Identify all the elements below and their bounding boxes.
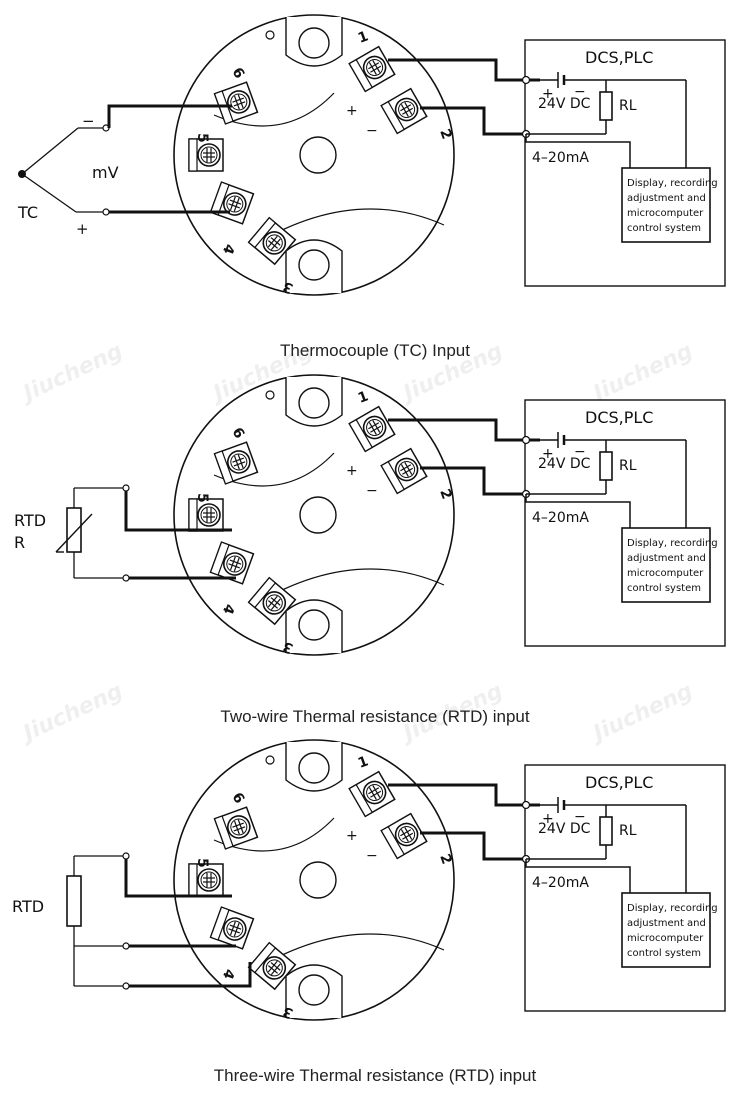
battery-plus: +: [542, 446, 554, 462]
supply-voltage-label: 24V DC: [538, 96, 591, 112]
sensor-label: RTD: [14, 511, 46, 530]
screw-terminal: [209, 541, 255, 585]
diagram-caption: Thermocouple (TC) Input: [280, 341, 470, 360]
minus-sign: −: [82, 112, 95, 130]
sensor-label: RTD: [12, 897, 44, 916]
supply-voltage-label: 24V DC: [538, 821, 591, 837]
wire-to-terminal-6: [107, 104, 232, 128]
screw-terminal: [348, 770, 396, 818]
display-system-line: adjustment and: [627, 193, 706, 204]
battery-minus: −: [574, 809, 586, 825]
terminal-number-5: 5: [194, 493, 210, 503]
screw-terminal: [380, 812, 428, 860]
polarity-minus: −: [366, 483, 378, 499]
polarity-minus: −: [366, 848, 378, 864]
battery-plus: +: [542, 86, 554, 102]
wire-to-terminal-5: [124, 859, 232, 898]
current-range-label: 4–20mA: [532, 510, 589, 526]
current-range-label: 4–20mA: [532, 875, 589, 891]
display-system-line: Display, recording: [627, 178, 718, 189]
rtd-resistor: [66, 852, 130, 990]
screw-terminal: [188, 863, 224, 897]
dcs-plc-block: DCS,PLC + −24V DC RL 4–20mA Display, recordin…: [388, 39, 726, 287]
display-system-line: microcomputer: [627, 208, 704, 219]
wire-terminal-1: [388, 783, 540, 807]
screw-terminal: [213, 806, 259, 850]
current-range-label: 4–20mA: [532, 150, 589, 166]
diagram-caption: Three-wire Thermal resistance (RTD) inpu…: [213, 1066, 537, 1085]
display-system-line: control system: [627, 583, 701, 594]
rl-label: RL: [619, 98, 637, 114]
dcs-plc-title: DCS,PLC: [585, 773, 653, 792]
display-system-line: Display, recording: [627, 903, 718, 914]
load-resistor: [599, 816, 613, 846]
display-system-line: Display, recording: [627, 538, 718, 549]
wire-terminal-1: [388, 58, 540, 82]
battery-minus: −: [574, 444, 586, 460]
terminal-number-5: 5: [194, 133, 210, 143]
screw-terminal: [247, 576, 297, 626]
polarity-plus: +: [346, 103, 358, 119]
screw-terminal: [247, 216, 297, 266]
polarity-plus: +: [346, 463, 358, 479]
wire-to-terminal-5: [124, 491, 232, 532]
thermocouple-sensor: [18, 124, 110, 216]
dcs-plc-title: DCS,PLC: [585, 48, 653, 67]
polarity-plus: +: [346, 828, 358, 844]
battery-plus: +: [542, 811, 554, 827]
wire-terminal-2: [420, 106, 524, 136]
display-system-box: [621, 892, 711, 968]
wire-terminal-2: [420, 831, 524, 861]
display-system-line: adjustment and: [627, 553, 706, 564]
supply-voltage-label: 24V DC: [538, 456, 591, 472]
dcs-plc-block: DCS,PLC + −24V DC RL 4–20mA Display, recordin…: [388, 399, 726, 647]
screw-terminal: [209, 906, 255, 950]
dcs-plc-block: DCS,PLC + −24V DC RL 4–20mA Display, recordin…: [388, 764, 726, 1012]
display-system-box: [621, 527, 711, 603]
sensor-label-r: R: [14, 533, 25, 552]
screw-terminal: [380, 87, 428, 135]
screw-terminal: [380, 447, 428, 495]
wire-to-terminal-4b: [129, 962, 252, 988]
polarity-minus: −: [366, 123, 378, 139]
screw-terminal: [348, 45, 396, 93]
screw-terminal: [247, 941, 297, 991]
terminal-number-5: 5: [194, 858, 210, 868]
screw-terminal: [213, 441, 259, 485]
display-system-line: control system: [627, 948, 701, 959]
display-system-line: microcomputer: [627, 568, 704, 579]
mv-label: mV: [92, 163, 119, 182]
display-system-line: control system: [627, 223, 701, 234]
display-system-line: adjustment and: [627, 918, 706, 929]
screw-terminal: [213, 81, 259, 125]
display-system-box: [621, 167, 711, 243]
wire-terminal-1: [388, 418, 540, 442]
sensor-label: TC: [17, 203, 38, 222]
rtd-resistor: [55, 484, 130, 582]
wire-terminal-2: [420, 466, 524, 496]
plus-sign: +: [76, 220, 89, 238]
battery-minus: −: [574, 84, 586, 100]
rl-label: RL: [619, 458, 637, 474]
display-system-line: microcomputer: [627, 933, 704, 944]
diagram-caption: Two-wire Thermal resistance (RTD) input: [220, 707, 530, 726]
screw-terminal: [188, 138, 224, 172]
screw-terminal: [348, 405, 396, 453]
dcs-plc-title: DCS,PLC: [585, 408, 653, 427]
rl-label: RL: [619, 823, 637, 839]
